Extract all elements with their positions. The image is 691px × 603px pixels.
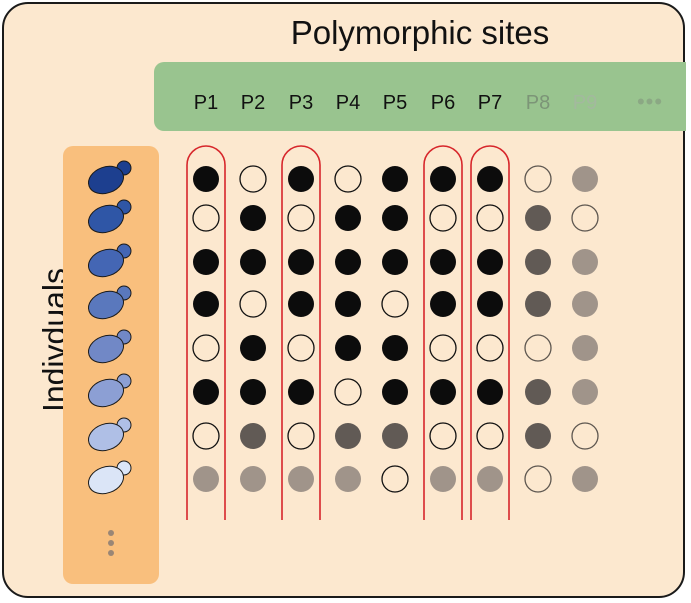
genotype-dot [430, 466, 456, 492]
genotype-dot [477, 379, 503, 405]
genotype-dot [430, 166, 456, 192]
site-label-p5: P5 [382, 92, 408, 114]
genotype-dot [524, 465, 552, 493]
genotype-dot [572, 466, 598, 492]
genotype-dot [334, 165, 362, 193]
genotype-dot [335, 335, 361, 361]
genotype-dot [476, 204, 504, 232]
genotype-dot [192, 204, 220, 232]
genotype-dot [334, 378, 362, 406]
site-label-p2: P2 [240, 92, 266, 114]
genotype-dot [525, 205, 551, 231]
genotype-dot [382, 166, 408, 192]
genotype-dot [193, 379, 219, 405]
yeast-cell-icon [88, 329, 132, 364]
more-sites-ellipsis: ••• [636, 89, 664, 114]
genotype-dot [382, 335, 408, 361]
yeast-cell-icon [88, 243, 132, 278]
genotype-dot [429, 204, 457, 232]
genotype-dot [287, 422, 315, 450]
more-individuals-dots [108, 530, 114, 560]
genotype-dot [477, 466, 503, 492]
genotype-dot [382, 379, 408, 405]
genotype-dot [382, 423, 408, 449]
highlight-site-p3 [281, 145, 321, 520]
genotype-dot [430, 291, 456, 317]
genotype-dot [429, 334, 457, 362]
highlight-site-p7 [470, 145, 510, 520]
yeast-cell-icon [88, 285, 132, 320]
sites-header-bar [154, 62, 686, 131]
genotype-dot [382, 205, 408, 231]
genotype-dot [572, 291, 598, 317]
yeast-cell-icon [88, 460, 132, 495]
genotype-dot [572, 166, 598, 192]
genotype-dot [192, 334, 220, 362]
genotype-dot [335, 466, 361, 492]
genotype-dot [525, 249, 551, 275]
genotype-dot [572, 249, 598, 275]
genotype-dot [288, 466, 314, 492]
genotype-dot [287, 334, 315, 362]
genotype-dot [240, 205, 266, 231]
genotype-dot [525, 423, 551, 449]
genotype-dot [240, 423, 266, 449]
diagram-title: Polymorphic sites [290, 14, 550, 51]
genotype-dot [240, 466, 266, 492]
genotype-dot [288, 166, 314, 192]
site-label-p1: P1 [193, 92, 219, 114]
genotype-dot [335, 205, 361, 231]
genotype-dot [525, 379, 551, 405]
site-label-p4: P4 [335, 92, 361, 114]
genotype-dot [429, 422, 457, 450]
genotype-dot [192, 422, 220, 450]
genotype-dot [193, 249, 219, 275]
genotype-dot [572, 379, 598, 405]
genotype-dot [335, 291, 361, 317]
genotype-dot [240, 379, 266, 405]
yeast-cell-icon [88, 160, 132, 195]
yeast-cell-icon [88, 373, 132, 408]
genotype-dot [382, 249, 408, 275]
genotype-dot [335, 423, 361, 449]
genotype-dot [571, 204, 599, 232]
genotype-dot [430, 379, 456, 405]
genotype-dot [476, 334, 504, 362]
genotype-dot [477, 166, 503, 192]
genotype-dot [288, 291, 314, 317]
genotype-dot [381, 290, 409, 318]
genotype-dot [525, 291, 551, 317]
yeast-cell-icon [88, 199, 132, 234]
yeast-cell-icon [88, 417, 132, 452]
genotype-dot [288, 379, 314, 405]
genotype-dot [193, 291, 219, 317]
site-label-p7: P7 [477, 92, 503, 114]
genotype-dot [287, 204, 315, 232]
genotype-dot [477, 291, 503, 317]
genotype-dot [335, 249, 361, 275]
genotype-dot [524, 334, 552, 362]
site-label-p9: P9 [572, 92, 598, 114]
genotype-dot [572, 335, 598, 361]
site-label-p6: P6 [430, 92, 456, 114]
genotype-dot [193, 166, 219, 192]
highlight-site-p6 [423, 145, 463, 520]
genotype-dot [477, 249, 503, 275]
site-label-p3: P3 [288, 92, 314, 114]
genotype-dot [476, 422, 504, 450]
site-label-p8: P8 [525, 92, 551, 114]
genotype-dot [288, 249, 314, 275]
genotype-dot [381, 465, 409, 493]
genotype-dot [193, 466, 219, 492]
genotype-dot [240, 249, 266, 275]
genotype-dot [524, 165, 552, 193]
genotype-dot [571, 422, 599, 450]
highlight-site-p1 [186, 145, 226, 520]
genotype-dot [239, 290, 267, 318]
genotype-dot [430, 249, 456, 275]
genotype-dot [239, 165, 267, 193]
genotype-dot [240, 335, 266, 361]
